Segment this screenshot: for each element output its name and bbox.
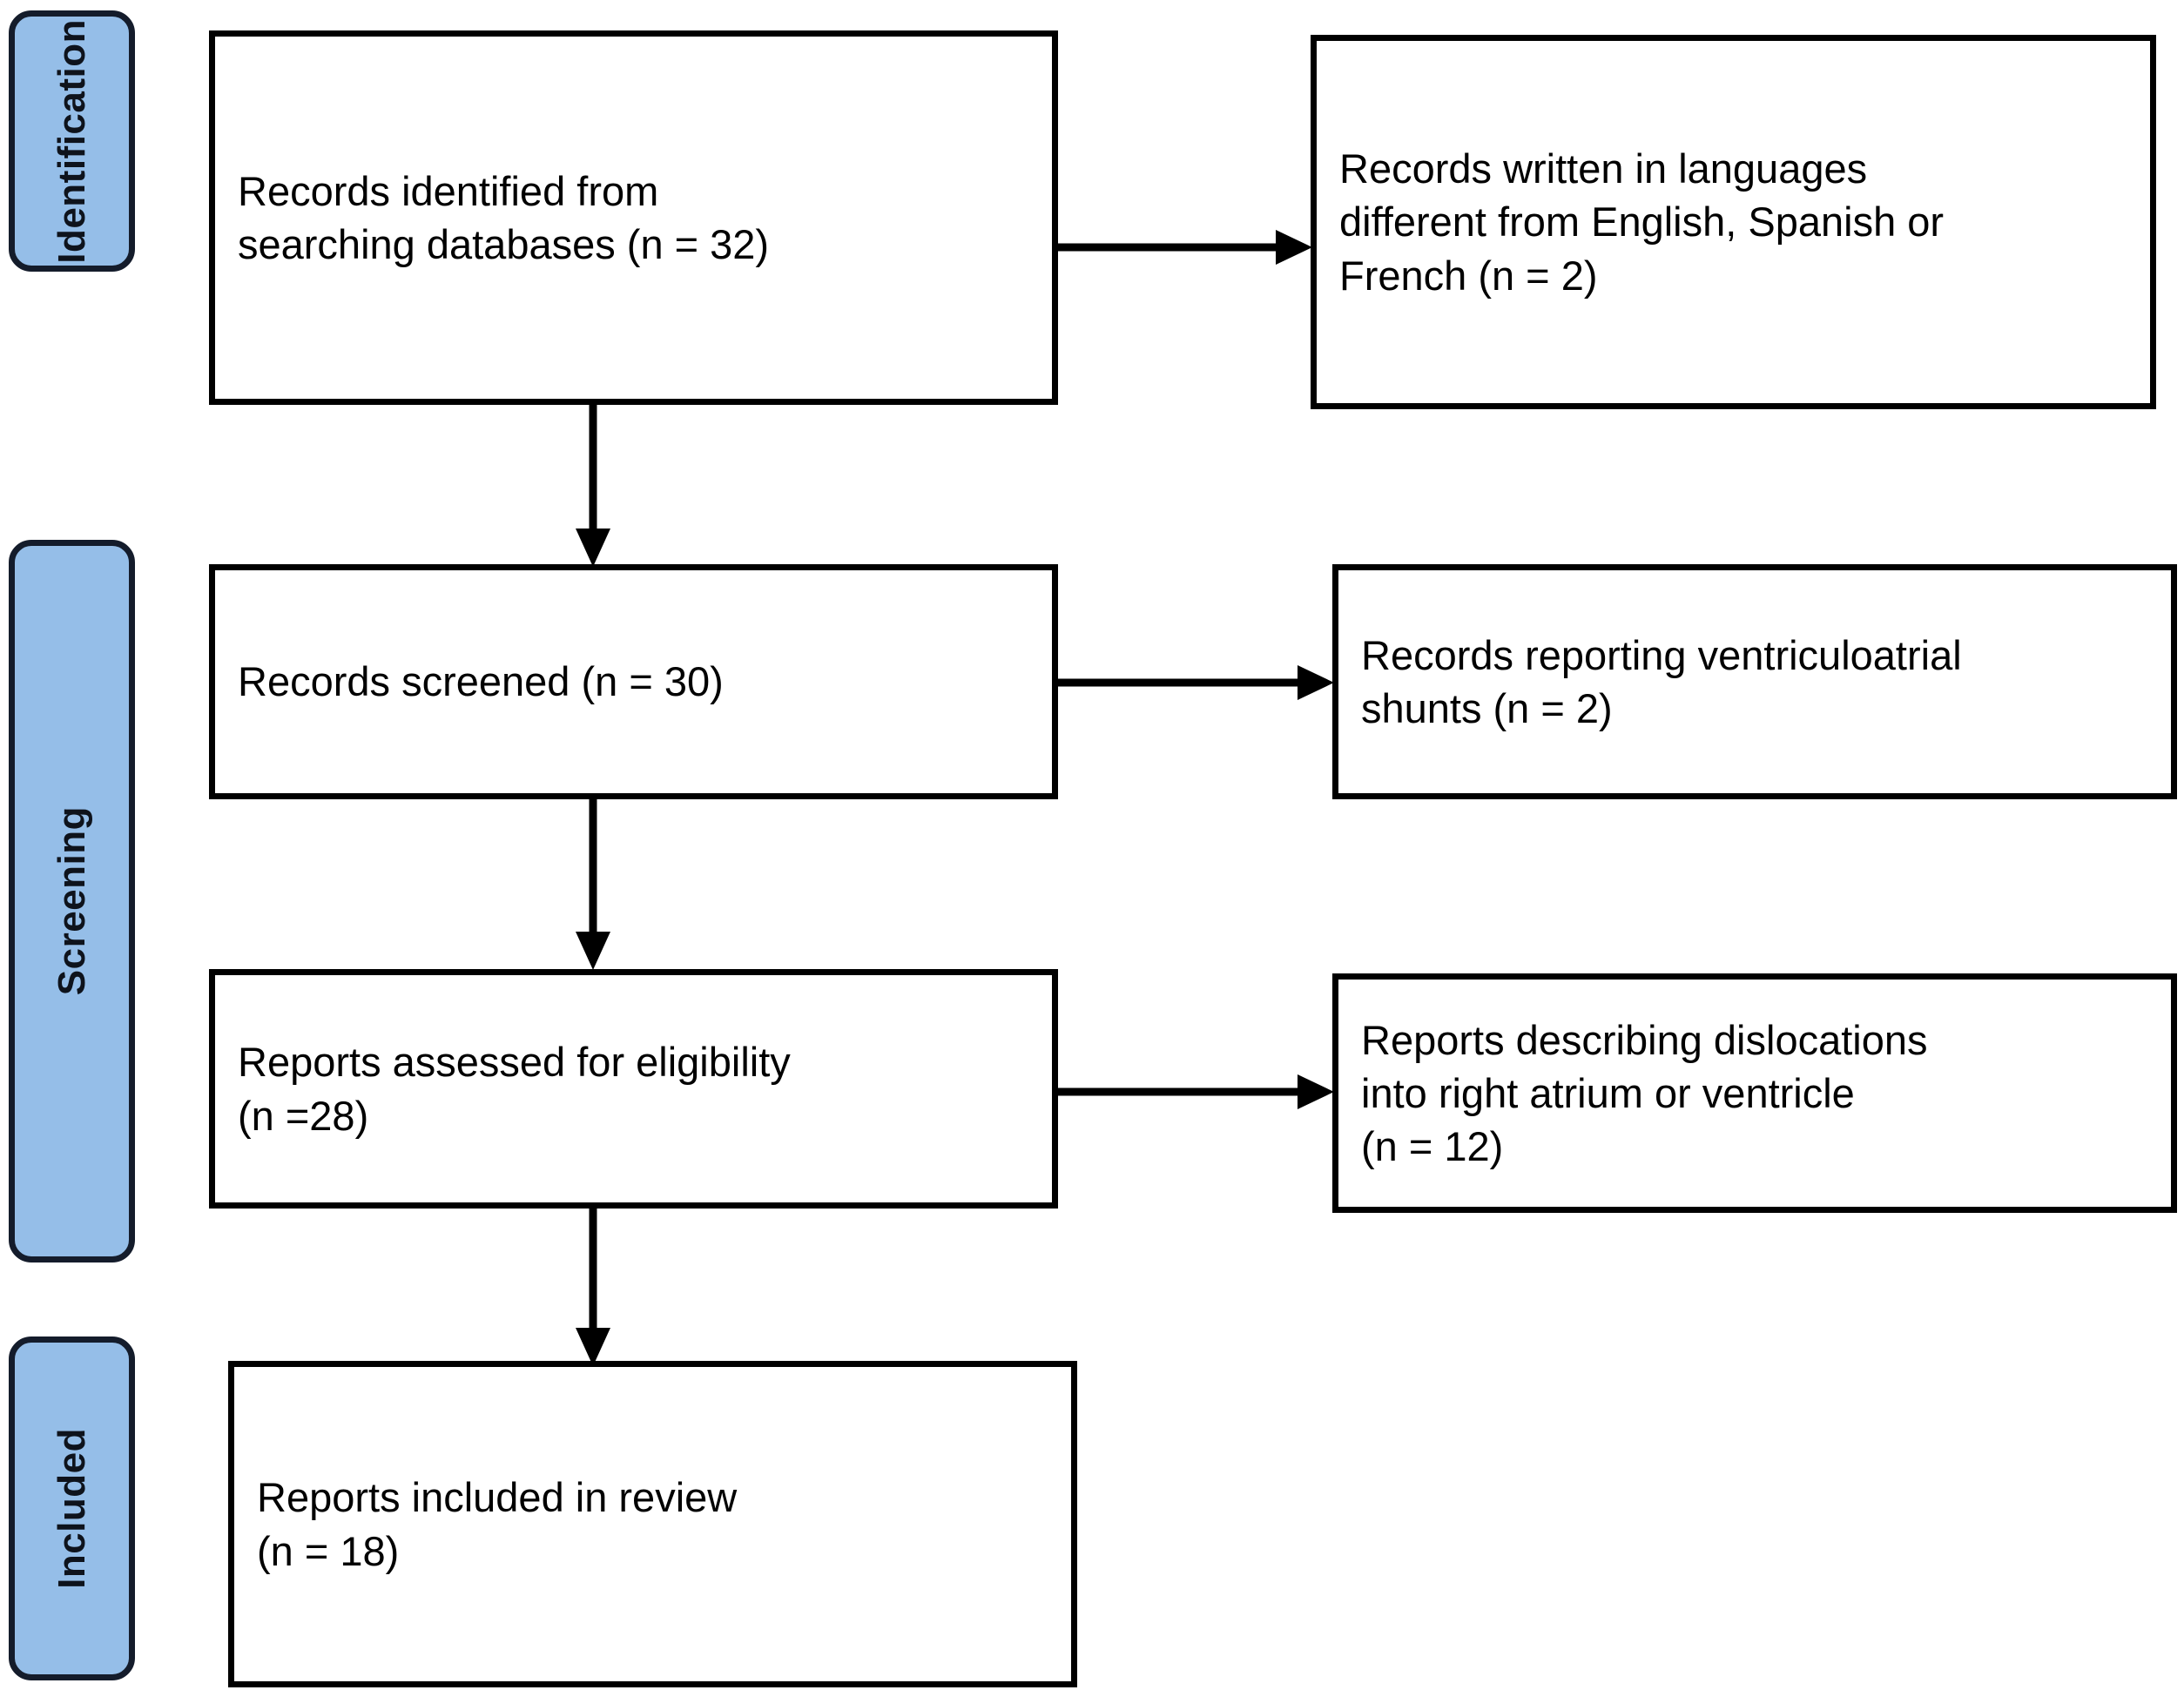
box-records-excluded-va-shunts: Records reporting ventriculoatrial shunt… [1332,564,2177,799]
stage-label-included: Included [50,1428,93,1589]
box-reports-included: Reports included in review (n = 18) [228,1361,1077,1687]
box-records-screened: Records screened (n = 30) [209,564,1058,799]
box-reports-excluded-dislocations-text: Reports describing dislocations into rig… [1361,1016,1928,1170]
box-records-excluded-language-text: Records written in languages different f… [1339,145,1945,299]
box-records-identified-text: Records identified from searching databa… [238,167,770,267]
arrow-assessed-to-dislocation-exclusion [1058,1069,1337,1114]
stage-label-screening: Screening [50,806,93,996]
arrow-screened-to-va-exclusion [1058,660,1337,705]
arrow-assessed-to-included [570,1207,616,1368]
box-records-identified: Records identified from searching databa… [209,30,1058,405]
arrow-identified-to-language-exclusion [1058,225,1315,270]
arrow-identified-to-screened [570,403,616,569]
stage-pill-identification: Identification [9,10,135,272]
stage-pill-included: Included [9,1337,135,1680]
arrow-screened-to-assessed [570,798,616,972]
box-reports-assessed: Reports assessed for eligibility (n =28) [209,969,1058,1209]
box-reports-excluded-dislocations: Reports describing dislocations into rig… [1332,973,2177,1213]
box-records-excluded-va-shunts-text: Records reporting ventriculoatrial shunt… [1361,631,1962,731]
stage-label-identification: Identification [50,18,93,264]
box-records-excluded-language: Records written in languages different f… [1311,35,2156,409]
box-reports-assessed-text: Reports assessed for eligibility (n =28) [238,1039,791,1139]
stage-pill-screening: Screening [9,540,135,1262]
box-reports-included-text: Reports included in review (n = 18) [257,1474,738,1574]
box-records-screened-text: Records screened (n = 30) [238,658,724,705]
